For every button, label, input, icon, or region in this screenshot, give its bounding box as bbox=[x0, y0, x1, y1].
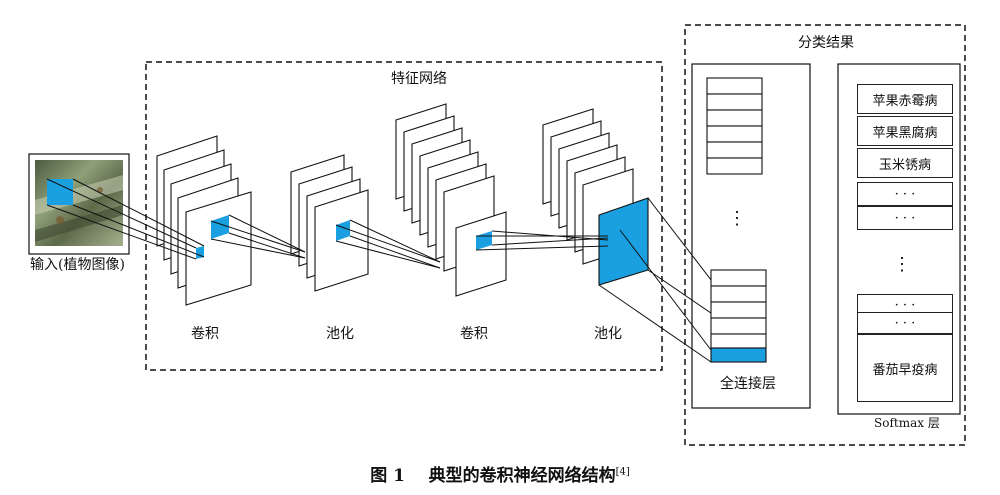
result-item: 苹果黑腐病 bbox=[857, 116, 953, 146]
classification-label: 分类结果 bbox=[798, 35, 854, 51]
fc-top-cells bbox=[706, 77, 763, 175]
figure-caption: 图 1 典型的卷积神经网络结构[4] bbox=[0, 461, 1000, 486]
conv1-feature-maps bbox=[156, 135, 252, 306]
pool1-patch bbox=[336, 220, 350, 241]
fc-bottom-cells bbox=[710, 269, 767, 363]
caption-title: 典型的卷积神经网络结构 bbox=[428, 466, 616, 486]
layer-label-pool2: 池化 bbox=[594, 326, 622, 342]
softmax-label: Softmax 层 bbox=[874, 416, 940, 430]
result-item: 玉米锈病 bbox=[857, 148, 953, 178]
result-item: 番茄早疫病 bbox=[857, 334, 953, 402]
feature-network-label: 特征网络 bbox=[391, 71, 447, 87]
fc-layer-panel bbox=[691, 63, 811, 409]
classification-box bbox=[684, 24, 966, 446]
result-item: 苹果赤霉病 bbox=[857, 84, 953, 114]
caption-reference: [4] bbox=[615, 466, 630, 478]
layer-label-conv1: 卷积 bbox=[191, 326, 219, 342]
result-item: · · · bbox=[857, 206, 953, 230]
layer-label-conv2: 卷积 bbox=[460, 326, 488, 342]
conv2-feature-maps bbox=[395, 103, 507, 297]
result-item: · · · bbox=[857, 312, 953, 334]
softmax-ellipsis: ⋮ bbox=[893, 254, 911, 275]
conv1-receptive-patch bbox=[211, 215, 229, 239]
fc-layer-label: 全连接层 bbox=[720, 376, 776, 392]
input-image bbox=[28, 153, 130, 255]
fc-ellipsis: ⋮ bbox=[728, 208, 746, 229]
input-label: 输入(植物图像) bbox=[30, 257, 125, 273]
layer-label-pool1: 池化 bbox=[326, 326, 354, 342]
softmax-layer-panel bbox=[837, 63, 961, 415]
connection-lines bbox=[46, 178, 766, 363]
caption-prefix: 图 1 bbox=[370, 466, 405, 486]
result-item: · · · bbox=[857, 182, 953, 206]
